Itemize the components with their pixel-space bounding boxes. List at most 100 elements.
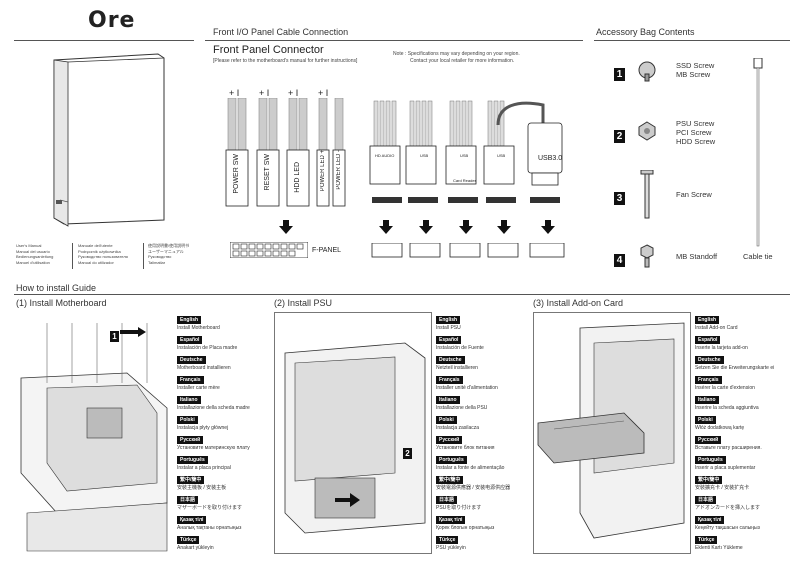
step2-illustration <box>274 312 432 554</box>
manual-lang: Manual do utilizador <box>78 259 114 265</box>
lang-block: 日本語マザーボードを取り付けます <box>177 494 250 511</box>
note-line: Specifications may vary depending on you… <box>407 51 520 57</box>
card-reader-label: Card Reader <box>453 178 476 183</box>
step1-illustration <box>16 312 174 554</box>
lang-tag: English <box>177 316 202 324</box>
lang-tag: Türkçe <box>436 536 459 544</box>
lang-tag: Polski <box>436 416 457 424</box>
lang-tag: 繁中/簡中 <box>695 476 723 484</box>
lang-text: Installer carte mère <box>177 385 220 391</box>
fan-screw-icon <box>640 170 654 219</box>
usb3-label: USB3.0 <box>538 155 563 162</box>
lang-text: 安裝擴充卡 / 安装扩充卡 <box>695 485 750 491</box>
usb-header-strips <box>372 197 560 203</box>
item-number: 2 <box>614 130 625 143</box>
lang-tag: Русский <box>177 436 204 444</box>
step1-marker: 1 <box>110 326 119 344</box>
manual-lang: Podręcznik użytkownika <box>78 248 121 254</box>
case-illustration <box>53 53 165 227</box>
manual-lang-col1: User's Manual Manual del usuario Bedienu… <box>16 243 53 265</box>
fpanel-label: F-PANEL <box>312 247 342 254</box>
cable-reset-sw: RESET SW <box>264 154 271 191</box>
accessory-label-1: SSD Screw MB Screw <box>676 61 714 79</box>
marker-number: 1 <box>110 331 119 342</box>
front-panel-title: Front Panel Connector <box>213 44 324 56</box>
manual-lang: Bedienungsanleitung <box>16 254 54 259</box>
lang-tag: Қазақ тілі <box>177 516 207 524</box>
arrow-down-icons <box>379 220 555 234</box>
lang-text: マザーボードを取り付けます <box>177 505 243 511</box>
polarity-label: + I <box>318 88 329 98</box>
accessory-label-2: PSU Screw PCI Screw HDD Screw <box>676 119 715 146</box>
divider <box>14 294 790 295</box>
lang-text: Аналық тақтаны орнатыңыз <box>177 525 242 531</box>
lang-text: Setzen Sie die Erweiterungskarte ei <box>695 365 775 371</box>
divider <box>143 243 144 269</box>
lang-text: Instalación de Fuente <box>436 345 484 351</box>
lang-text: 安裝電源供應器 / 安装电源供应器 <box>436 485 511 491</box>
item-number: 1 <box>614 68 625 81</box>
lang-block: 日本語アドオンカードを挿入します <box>695 494 774 511</box>
lang-text: Netzteil installieren <box>436 365 478 371</box>
accessory-item-1: 1 <box>614 64 625 82</box>
lang-tag: Русский <box>436 436 463 444</box>
front-panel-subtitle: [Please refer to the motherboard's manua… <box>213 58 358 64</box>
polarity-label: + I <box>288 88 299 98</box>
step2-marker: 2 <box>403 443 412 461</box>
accessory-line: Fan Screw <box>676 190 712 199</box>
divider <box>594 40 790 41</box>
lang-text: Instalacja zasilacza <box>436 425 480 431</box>
note-label: Note : <box>393 51 407 57</box>
accessory-line: PSU Screw <box>676 119 715 128</box>
lang-tag: Français <box>695 376 722 384</box>
manual-lang: Talimatlar <box>148 259 166 265</box>
lang-text: Instalacja płyty głównej <box>177 425 229 431</box>
lang-text: Install Add-on Card <box>695 325 738 331</box>
divider <box>72 243 73 269</box>
lang-tag: Português <box>436 456 467 464</box>
cable-power-sw: POWER SW <box>233 154 240 194</box>
lang-tag: English <box>695 316 720 324</box>
lang-tag: Italiano <box>436 396 460 404</box>
lang-text: アドオンカードを挿入します <box>695 505 761 511</box>
lang-block: 繁中/簡中安裝擴充卡 / 安装扩充卡 <box>695 474 774 491</box>
lang-text: Установите материнскую плату <box>177 445 250 451</box>
polarity-label: + I <box>259 88 270 98</box>
usb-audio-cables <box>369 100 563 186</box>
lang-text: Instalar a fonte de alimentação <box>436 465 505 471</box>
lang-tag: Español <box>177 336 203 344</box>
lang-text: Installazione della scheda madre <box>177 405 250 411</box>
manual-lang: Руководство пользователя <box>78 254 128 259</box>
lang-tag: Deutsche <box>436 356 465 364</box>
lang-text: Anakart yükleyin <box>177 545 214 551</box>
lang-text: PSUを取り付けます <box>436 505 482 511</box>
lang-text: Instalar a placa principal <box>177 465 231 471</box>
lang-text: Inserire la scheda aggiuntiva <box>695 405 759 411</box>
section-title-front-panel: Front I/O Panel Cable Connection <box>213 27 349 37</box>
lang-tag: Français <box>177 376 204 384</box>
cable-tie-label: Cable tie <box>743 252 773 261</box>
accessory-line: SSD Screw <box>676 61 715 70</box>
lang-text: Installer unité d'alimentation <box>436 385 498 391</box>
lang-text: Instalación de Placa madre <box>177 345 238 351</box>
section-title-install: How to install Guide <box>16 283 97 293</box>
